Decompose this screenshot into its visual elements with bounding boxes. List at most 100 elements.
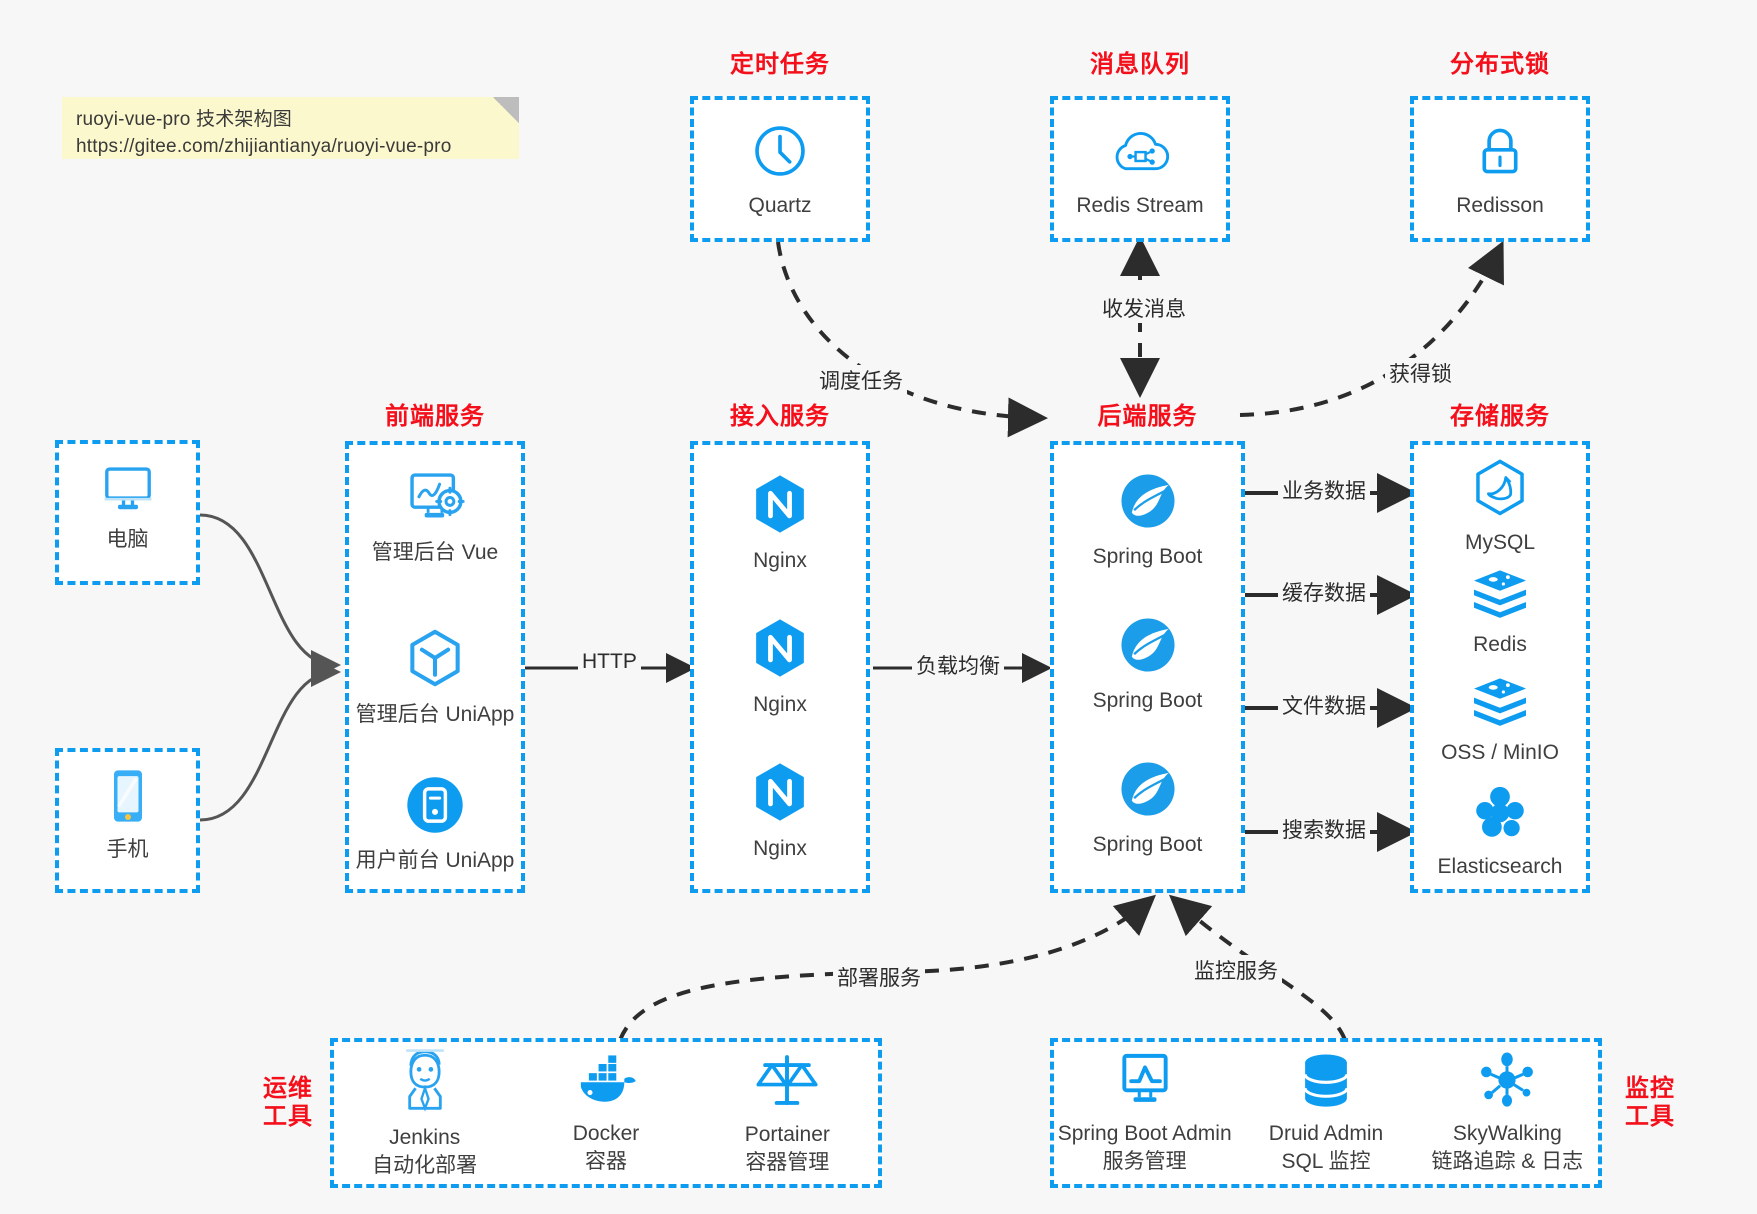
- mobile-icon: [107, 768, 149, 824]
- node-spring-boot-admin[interactable]: Spring Boot Admin 服务管理: [1054, 1051, 1235, 1175]
- spring-icon: [1118, 471, 1178, 531]
- node-skywalking[interactable]: SkyWalking 链路追踪 & 日志: [1417, 1051, 1598, 1175]
- group-box-mq[interactable]: Redis Stream: [1050, 96, 1230, 242]
- node-label: 用户前台 UniApp: [355, 849, 515, 872]
- nginx-icon: [751, 761, 809, 823]
- node-label: Nginx: [753, 549, 807, 572]
- group-box-frontend[interactable]: 管理后台 Vue 管理后台 UniApp 用户前台 UniApp: [345, 441, 525, 893]
- node-label: Spring Boot Admin 服务管理: [1054, 1120, 1235, 1175]
- jenkins-icon: [395, 1047, 455, 1113]
- group-heading-lock: 分布式锁: [1450, 51, 1550, 78]
- edge-label-schedule-task: 调度任务: [815, 365, 907, 395]
- note-sticky: ruoyi-vue-pro 技术架构图 https://gitee.com/zh…: [62, 97, 519, 159]
- node-label: Redis: [1473, 633, 1527, 656]
- group-box-lock[interactable]: Redisson: [1410, 96, 1590, 242]
- node-label: 电脑: [106, 528, 149, 551]
- monitor-chart-icon: [1114, 1051, 1176, 1109]
- node-nginx-2[interactable]: Nginx: [694, 617, 866, 718]
- edge-label-cache-data: 缓存数据: [1278, 577, 1370, 607]
- group-heading-devops: 运维 工具: [258, 1075, 318, 1130]
- group-heading-storage: 存储服务: [1450, 403, 1550, 430]
- node-spring-boot-1[interactable]: Spring Boot: [1054, 471, 1241, 570]
- node-label-sub: 自动化部署: [372, 1153, 478, 1177]
- app-icon: [405, 775, 465, 835]
- group-box-storage[interactable]: MySQL Redis: [1410, 441, 1590, 893]
- node-redis-stream[interactable]: Redis Stream: [1054, 122, 1226, 219]
- node-elasticsearch[interactable]: Elasticsearch: [1414, 785, 1586, 880]
- clock-icon: [751, 122, 809, 180]
- node-label-title: Druid Admin: [1268, 1122, 1384, 1146]
- group-heading-scheduler: 定时任务: [730, 51, 830, 78]
- node-label: 手机: [106, 838, 149, 861]
- node-portainer[interactable]: Portainer 容器管理: [697, 1050, 878, 1176]
- node-quartz[interactable]: Quartz: [694, 122, 866, 219]
- mysql-icon: [1472, 459, 1528, 517]
- group-heading-gateway: 接入服务: [730, 403, 830, 430]
- group-box-monitor[interactable]: Spring Boot Admin 服务管理 Druid Admin SQL 监…: [1050, 1038, 1602, 1188]
- desktop-icon: [99, 462, 157, 514]
- note-line-url: https://gitee.com/zhijiantianya/ruoyi-vu…: [76, 135, 452, 157]
- skywalking-icon: [1476, 1051, 1538, 1109]
- node-mobile[interactable]: 手机: [59, 768, 196, 863]
- node-admin-vue[interactable]: 管理后台 Vue: [349, 469, 521, 566]
- node-label: Redisson: [1456, 194, 1544, 217]
- spring-icon: [1118, 615, 1178, 675]
- group-box-client-mobile[interactable]: 手机: [55, 748, 200, 893]
- node-label: Redis Stream: [1076, 194, 1204, 217]
- group-box-devops[interactable]: Jenkins 自动化部署 Docker 容器: [330, 1038, 882, 1188]
- node-label: 管理后台 Vue: [371, 541, 499, 564]
- nginx-icon: [751, 617, 809, 679]
- node-label-title: Docker: [572, 1122, 640, 1146]
- node-spring-boot-3[interactable]: Spring Boot: [1054, 759, 1241, 858]
- group-heading-backend: 后端服务: [1097, 403, 1198, 430]
- node-label: Druid Admin SQL 监控: [1235, 1120, 1416, 1175]
- nginx-icon: [751, 473, 809, 535]
- node-label: Portainer 容器管理: [697, 1121, 878, 1176]
- uniapp-icon: [404, 627, 466, 689]
- node-label: MySQL: [1464, 531, 1535, 554]
- edge-label-send-receive-message: 收发消息: [1098, 293, 1190, 323]
- edge-label-http: HTTP: [578, 650, 641, 674]
- node-oss-minio[interactable]: OSS / MinIO: [1414, 675, 1586, 766]
- node-nginx-1[interactable]: Nginx: [694, 473, 866, 574]
- node-label-title: Spring Boot Admin: [1057, 1122, 1232, 1146]
- node-label-sub: 容器: [584, 1149, 627, 1173]
- node-redisson[interactable]: Redisson: [1414, 122, 1586, 219]
- group-box-scheduler[interactable]: Quartz: [690, 96, 870, 242]
- note-line-title: ruoyi-vue-pro 技术架构图: [76, 109, 293, 130]
- node-label: Docker 容器: [515, 1120, 696, 1175]
- group-heading-devops-line1: 运维: [263, 1075, 313, 1102]
- node-nginx-3[interactable]: Nginx: [694, 761, 866, 862]
- edge-label-acquire-lock: 获得锁: [1385, 358, 1456, 388]
- edge-label-search-data: 搜索数据: [1278, 814, 1370, 844]
- node-label: Elasticsearch: [1437, 855, 1563, 878]
- lock-icon: [1471, 122, 1529, 180]
- edge-label-monitor-service: 监控服务: [1190, 955, 1282, 985]
- node-redis[interactable]: Redis: [1414, 567, 1586, 658]
- edge-label-deploy-service: 部署服务: [833, 962, 925, 992]
- node-spring-boot-2[interactable]: Spring Boot: [1054, 615, 1241, 714]
- group-box-client-desktop[interactable]: 电脑: [55, 440, 200, 585]
- group-heading-monitor-line1: 监控: [1625, 1075, 1675, 1102]
- node-desktop[interactable]: 电脑: [59, 462, 196, 553]
- group-box-gateway[interactable]: Nginx Nginx Nginx: [690, 441, 870, 893]
- node-druid-admin[interactable]: Druid Admin SQL 监控: [1235, 1051, 1416, 1175]
- node-mysql[interactable]: MySQL: [1414, 459, 1586, 556]
- node-label: Spring Boot: [1092, 689, 1203, 712]
- node-admin-uniapp[interactable]: 管理后台 UniApp: [349, 627, 521, 728]
- cloud-stream-icon: [1109, 122, 1171, 180]
- node-user-uniapp[interactable]: 用户前台 UniApp: [349, 775, 521, 874]
- group-heading-devops-line2: 工具: [263, 1102, 313, 1130]
- node-docker[interactable]: Docker 容器: [515, 1051, 696, 1175]
- database-icon: [1298, 1051, 1354, 1109]
- group-heading-monitor: 监控 工具: [1620, 1075, 1680, 1130]
- edge-label-business-data: 业务数据: [1278, 475, 1370, 505]
- scales-icon: [756, 1050, 818, 1110]
- group-heading-frontend: 前端服务: [385, 403, 485, 430]
- node-label: Spring Boot: [1092, 833, 1203, 856]
- node-jenkins[interactable]: Jenkins 自动化部署: [334, 1047, 515, 1179]
- node-label: Spring Boot: [1092, 545, 1203, 568]
- group-box-backend[interactable]: Spring Boot Spring Boot Spring Boot: [1050, 441, 1245, 893]
- group-heading-mq: 消息队列: [1090, 51, 1190, 78]
